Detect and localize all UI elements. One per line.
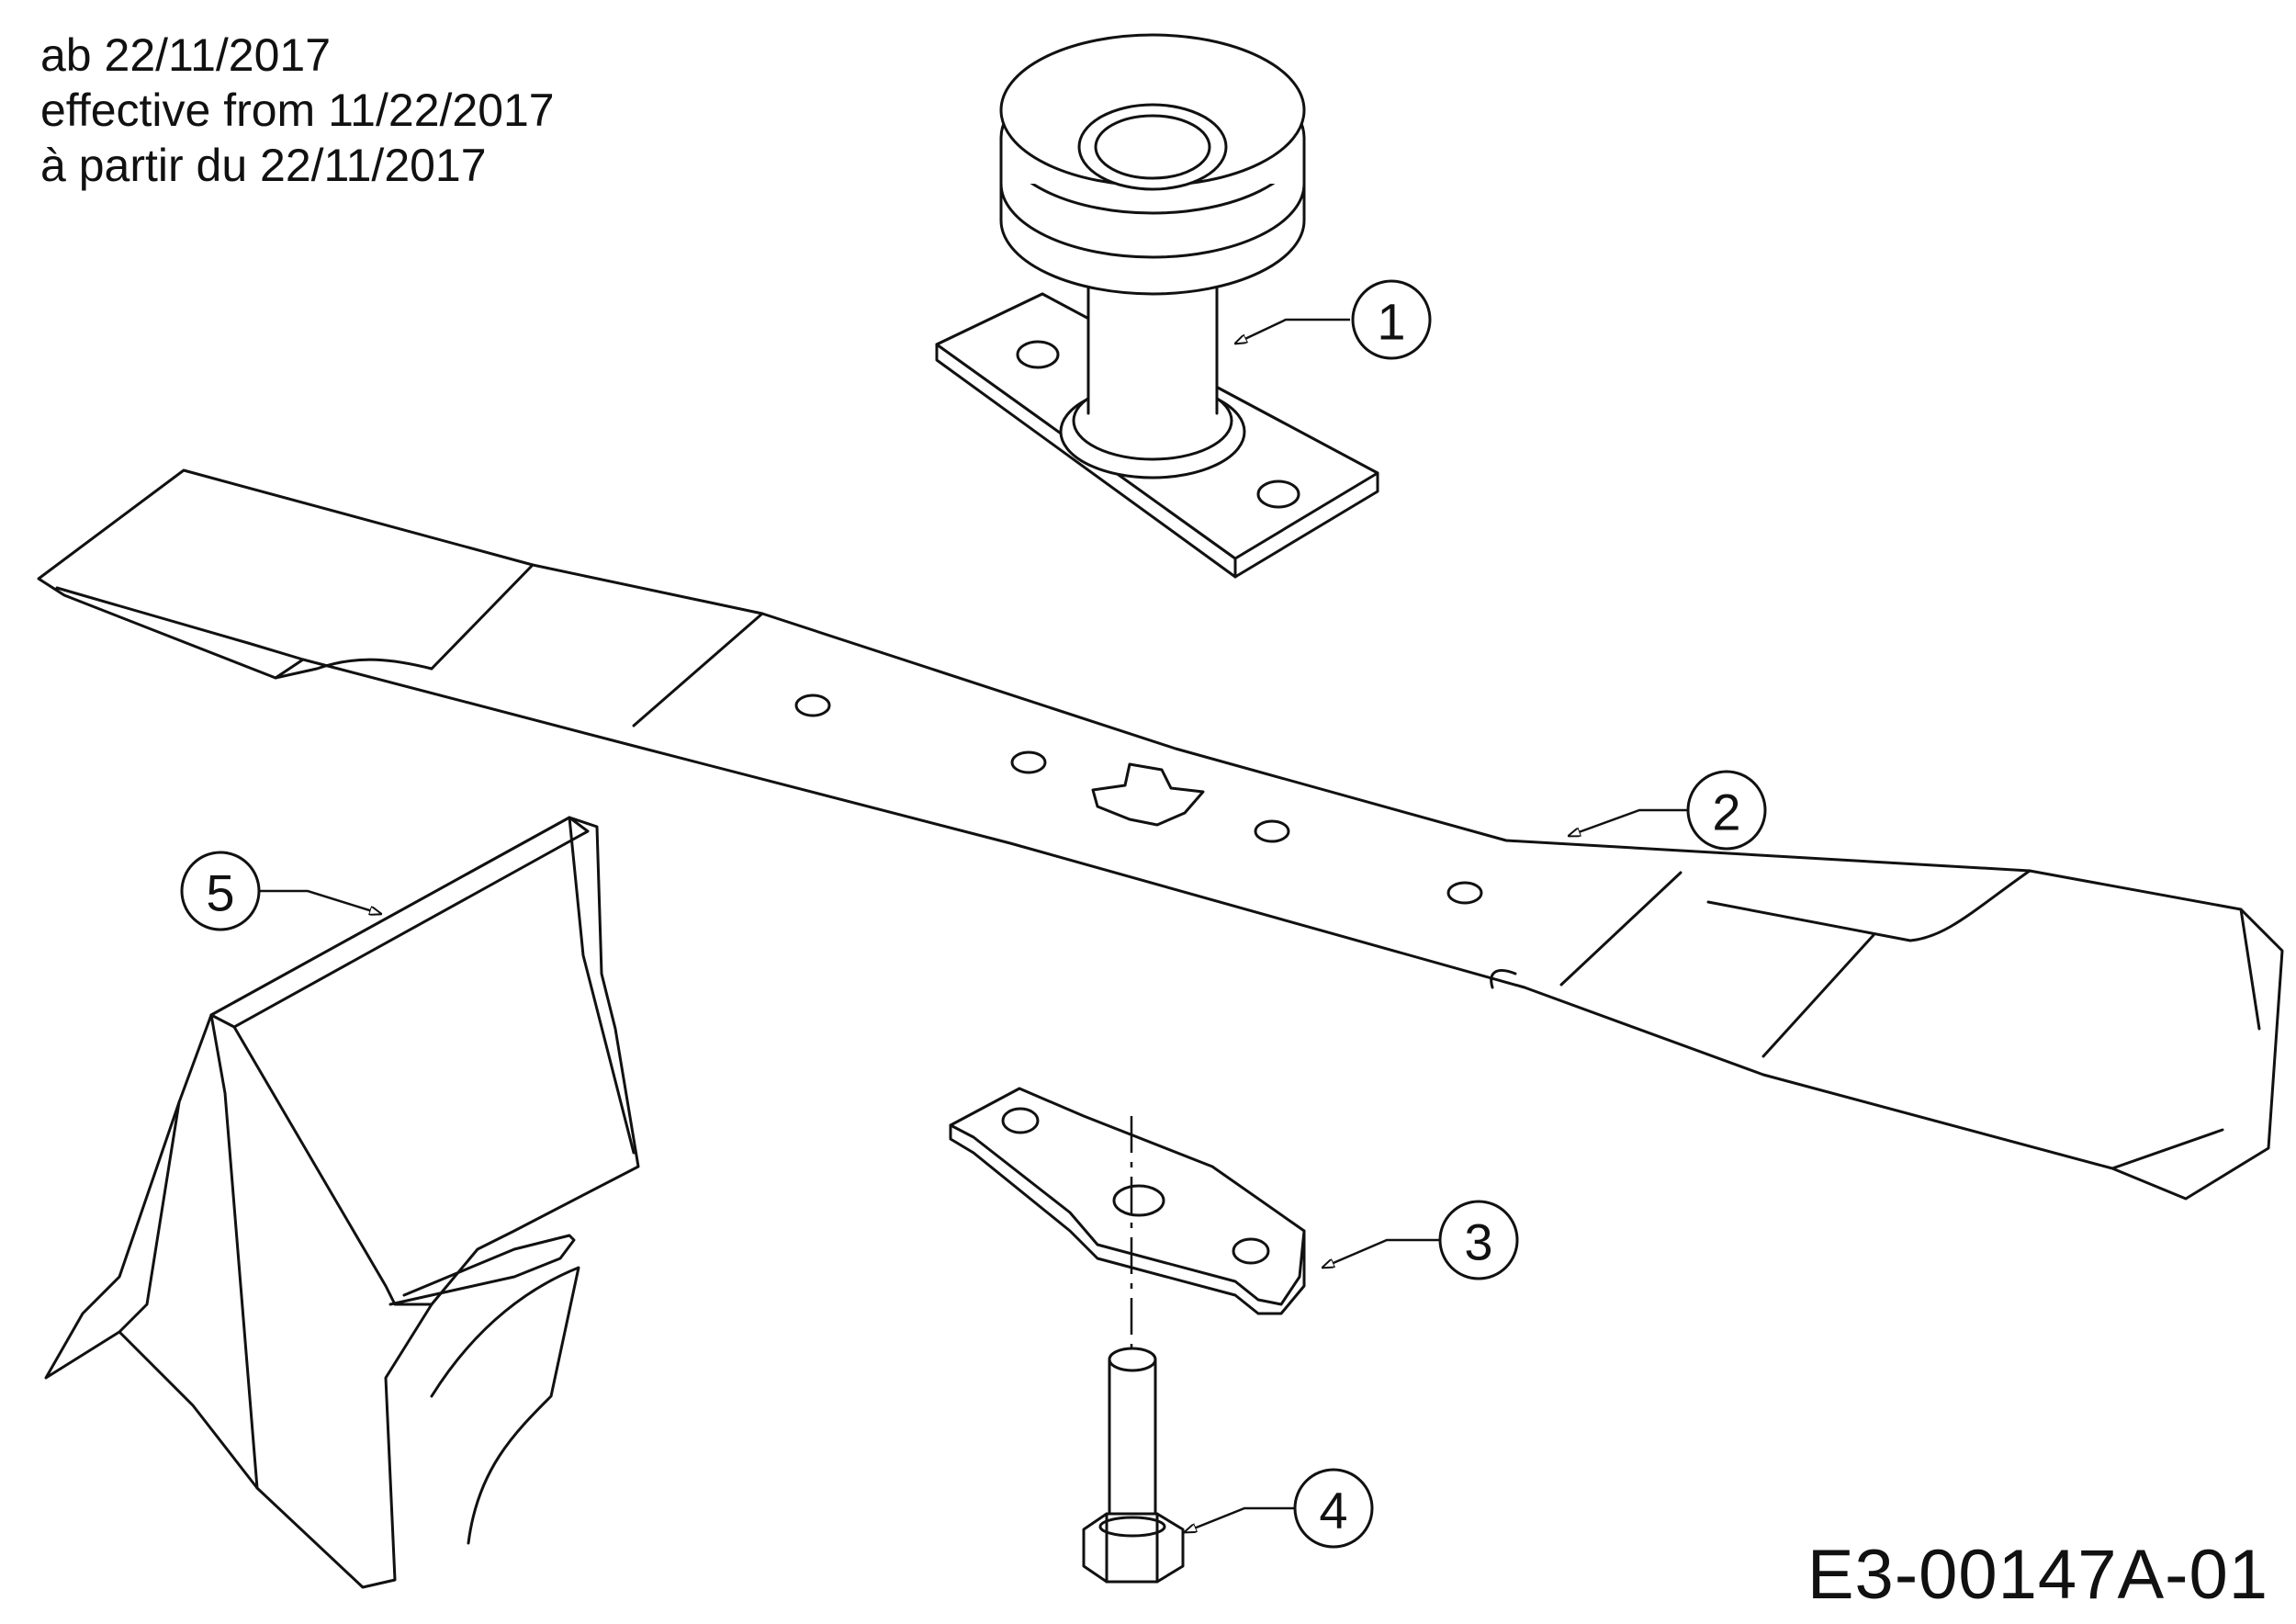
callout-4: 4: [1185, 1468, 1374, 1549]
callout-1-number: 1: [1377, 293, 1405, 351]
hex-bolt: [1082, 1347, 1185, 1584]
spindle-pulley: [935, 33, 1379, 579]
deflector-chute: [44, 816, 640, 1589]
callout-3: 3: [1322, 1200, 1519, 1280]
callout-5: 5: [180, 851, 381, 931]
callout-5-number: 5: [206, 864, 234, 922]
effective-date-en: effective from 11/22/2017: [40, 85, 555, 136]
callout-2-number: 2: [1712, 784, 1740, 841]
callout-1: 1: [1235, 279, 1432, 360]
mower-blade: [37, 468, 2284, 1201]
callout-3-number: 3: [1464, 1213, 1492, 1271]
callout-4-number: 4: [1319, 1482, 1347, 1539]
blade-adapter: [949, 1087, 1306, 1315]
effective-date-de: ab 22/11/2017: [40, 29, 332, 81]
callout-2: 2: [1569, 770, 1767, 851]
drawing-code: E3-00147A-01: [1806, 1536, 2268, 1614]
effective-date-notes: ab 22/11/2017 effective from 11/22/2017 …: [40, 28, 555, 193]
effective-date-fr: à partir du 22/11/2017: [40, 140, 487, 191]
